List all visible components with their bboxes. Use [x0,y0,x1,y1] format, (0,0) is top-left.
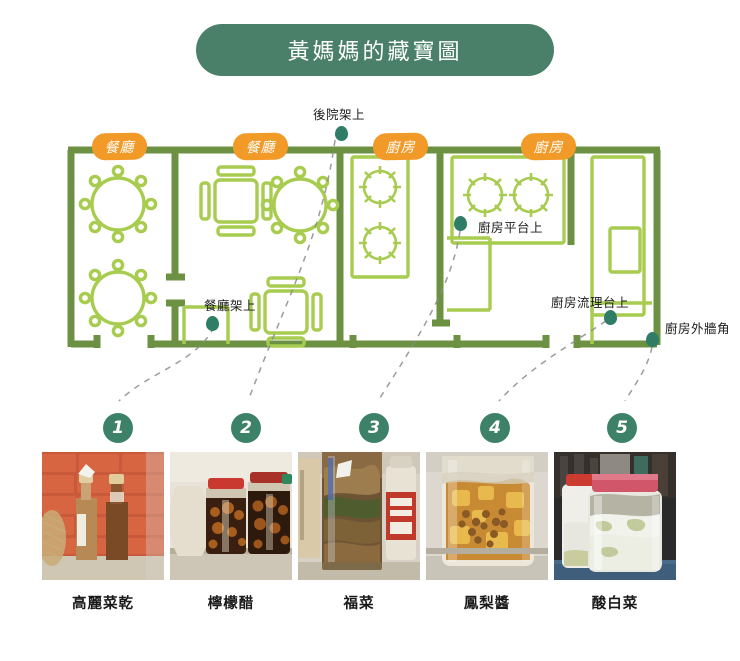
square-table-1 [199,165,273,237]
caption-lemon-vinegar: 檸檬醋 [207,596,255,612]
dining-shelf [182,305,230,344]
room-tag-label: 廚房 [385,139,416,156]
stove-burner-1 [359,166,401,208]
annotation-dot-backyard-shelf [335,126,348,141]
photo-lemon-vinegar[interactable] [170,452,292,580]
kitchen-counter-right [450,155,566,245]
map-marker-4[interactable]: 4 [480,413,510,443]
map-marker-number: 5 [616,418,628,438]
room-tag-dining-1: 餐廳 [91,132,148,161]
stove-burner-4 [509,173,553,217]
product-caption-row: 高麗菜乾 檸檬醋 福菜 鳳梨醬 酸白菜 [42,592,698,613]
leader-lines [118,139,653,402]
photo-pineapple-sauce[interactable] [426,452,548,580]
room-tag-label: 餐廳 [245,139,276,156]
map-marker-1[interactable]: 1 [103,413,133,443]
annotation-label-kitchen-platform: 廚房平台上 [478,221,544,235]
room-tag-label: 廚房 [533,139,564,156]
map-marker-3[interactable]: 3 [359,413,389,443]
caption-cabbage-dried: 高麗菜乾 [72,596,134,612]
photo-image [170,452,292,580]
round-table-3 [260,165,340,245]
photo-image [554,452,676,580]
caption-sour-cabbage: 酸白菜 [591,596,639,612]
caption-pineapple-sauce: 鳳梨醬 [463,596,511,612]
room-tag-kitchen-2: 廚房 [520,132,577,161]
kitchen-platform [447,236,492,312]
caption-fucai: 福菜 [343,596,375,612]
floor-plan-map: 餐廳 餐廳 廚房 廚房 後院架上 廚房平台上 餐廳架上 廚房流理台上 廚房外牆角 [0,95,740,445]
annotation-dot-dining-shelf [206,316,219,331]
annotation-dot-kitchen-platform [454,216,467,231]
round-table-1 [78,164,158,244]
map-marker-number: 1 [112,418,124,438]
photo-image [426,452,548,580]
room-tag-dining-2: 餐廳 [232,132,289,161]
annotation-label-dining-shelf: 餐廳架上 [204,299,257,313]
annotation-dot-kitchen-sink [604,310,617,325]
map-marker-number: 2 [240,418,252,438]
photo-image [42,452,164,580]
map-marker-5[interactable]: 5 [607,413,637,443]
annotation-label-kitchen-sink: 廚房流理台上 [551,296,630,310]
annotation-label-kitchen-outer-corner: 廚房外牆角 [665,322,731,336]
page-title: 黃媽媽的藏寶圖 [287,39,463,64]
stove-burner-2 [359,222,401,264]
product-photo-strip [42,452,698,580]
annotation-dot-kitchen-outer-corner [646,332,659,347]
photo-sour-cabbage[interactable] [554,452,676,580]
room-tag-kitchen-1: 廚房 [372,132,429,161]
page-title-pill: 黃媽媽的藏寶圖 [196,24,554,76]
photo-cabbage-dried[interactable] [42,452,164,580]
stove-burner-3 [463,173,507,217]
floor-plan-svg [67,139,661,402]
photo-image [298,452,420,580]
square-table-2 [249,276,323,348]
back-room-outline [590,155,652,344]
annotation-label-backyard-shelf: 後院架上 [313,108,366,122]
map-marker-number: 3 [368,418,380,438]
round-table-2 [78,258,158,338]
photo-fucai[interactable] [298,452,420,580]
map-marker-number: 4 [489,418,501,438]
map-marker-2[interactable]: 2 [231,413,261,443]
room-tag-label: 餐廳 [104,139,135,156]
